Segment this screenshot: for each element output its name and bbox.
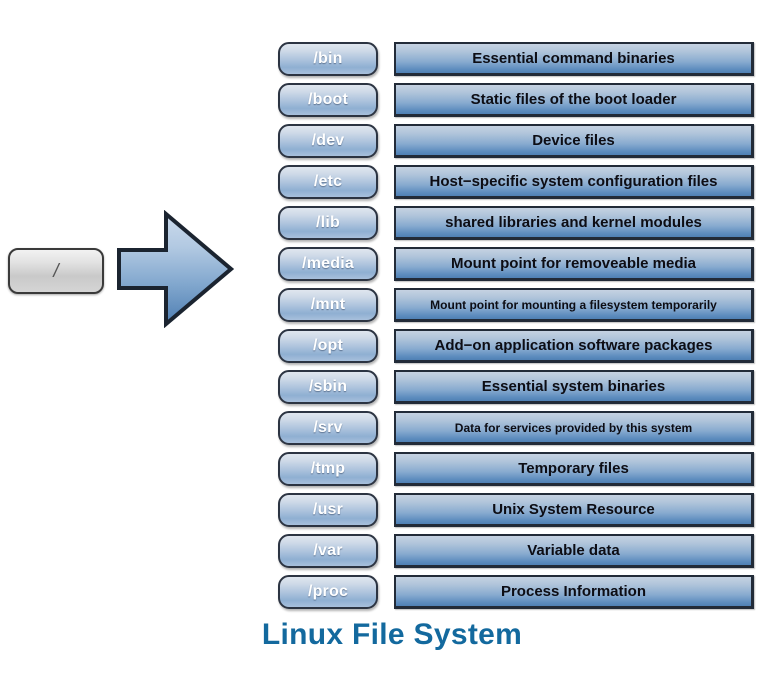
directory-row: /proc Process Information (0, 575, 784, 611)
directory-pill-boot[interactable]: /boot (278, 83, 378, 117)
directory-pill-dev[interactable]: /dev (278, 124, 378, 158)
directory-pill-label: /var (313, 542, 343, 559)
directory-pill-label: /bin (313, 50, 343, 67)
directory-pill-mnt[interactable]: /mnt (278, 288, 378, 322)
directory-pill-label: /etc (313, 173, 343, 190)
directory-description-box[interactable]: Data for services provided by this syste… (394, 411, 754, 445)
directory-pill-label: /boot (307, 91, 349, 108)
directory-description-label: Essential command binaries (472, 50, 675, 67)
directory-description-label: Add−on application software packages (434, 337, 713, 354)
directory-row: /usr Unix System Resource (0, 493, 784, 529)
directory-pill-label: /tmp (310, 460, 346, 477)
directory-row: /bin Essential command binaries (0, 42, 784, 78)
directory-pill-label: /opt (312, 337, 344, 354)
directory-row: /tmp Temporary files (0, 452, 784, 488)
directory-description-box[interactable]: Temporary files (394, 452, 754, 486)
directory-row: /media Mount point for removeable media (0, 247, 784, 283)
directory-description-label: Essential system binaries (481, 378, 666, 395)
directory-description-box[interactable]: shared libraries and kernel modules (394, 206, 754, 240)
directory-description-box[interactable]: Mount point for removeable media (394, 247, 754, 281)
directory-description-box[interactable]: Essential system binaries (394, 370, 754, 404)
directory-pill-usr[interactable]: /usr (278, 493, 378, 527)
directory-pill-media[interactable]: /media (278, 247, 378, 281)
directory-description-box[interactable]: Add−on application software packages (394, 329, 754, 363)
directory-description-box[interactable]: Host−specific system configuration files (394, 165, 754, 199)
directory-row: /etc Host−specific system configuration f… (0, 165, 784, 201)
directory-description-label: Mount point for removeable media (450, 255, 697, 272)
directory-pill-label: /media (302, 255, 354, 272)
root-directory-label: / (53, 260, 59, 282)
directory-pill-etc[interactable]: /etc (278, 165, 378, 199)
directory-row: /lib shared libraries and kernel modules (0, 206, 784, 242)
root-directory-node[interactable]: / (8, 248, 104, 294)
directory-description-label: Mount point for mounting a filesystem te… (430, 297, 717, 312)
directory-pill-tmp[interactable]: /tmp (278, 452, 378, 486)
directory-pill-proc[interactable]: /proc (278, 575, 378, 609)
directory-description-box[interactable]: Essential command binaries (394, 42, 754, 76)
directory-pill-sbin[interactable]: /sbin (278, 370, 378, 404)
directory-row: /var Variable data (0, 534, 784, 570)
directory-description-label: Static files of the boot loader (470, 91, 677, 108)
directory-pill-label: /sbin (308, 378, 348, 395)
directory-row: /boot Static files of the boot loader (0, 83, 784, 119)
directory-row: /opt Add−on application software packages (0, 329, 784, 365)
directory-pill-bin[interactable]: /bin (278, 42, 378, 76)
directory-pill-label: /lib (316, 214, 340, 231)
directory-pill-label: /mnt (310, 296, 346, 313)
directory-row: /srv Data for services provided by this s… (0, 411, 784, 447)
directory-description-label: shared libraries and kernel modules (445, 214, 702, 231)
directory-row: /sbin Essential system binaries (0, 370, 784, 406)
directory-pill-lib[interactable]: /lib (278, 206, 378, 240)
directory-description-box[interactable]: Static files of the boot loader (394, 83, 754, 117)
directory-row: /dev Device files (0, 124, 784, 160)
directory-pill-opt[interactable]: /opt (278, 329, 378, 363)
directory-pill-srv[interactable]: /srv (278, 411, 378, 445)
directory-pill-label: /usr (312, 501, 344, 518)
page-title: Linux File System (261, 618, 523, 651)
directory-description-label: Unix System Resource (492, 501, 655, 518)
directory-description-label: Data for services provided by this syste… (454, 420, 693, 435)
directory-description-box[interactable]: Variable data (394, 534, 754, 568)
directory-description-box[interactable]: Device files (394, 124, 754, 158)
directory-pill-var[interactable]: /var (278, 534, 378, 568)
right-arrow-icon (116, 209, 235, 329)
directory-description-label: Process Information (500, 583, 647, 600)
directory-description-label: Variable data (527, 542, 620, 559)
directory-row: /mnt Mount point for mounting a filesyste… (0, 288, 784, 324)
directory-description-label: Host−specific system configuration files (429, 173, 718, 190)
directory-pill-label: /srv (313, 419, 343, 436)
directory-description-box[interactable]: Mount point for mounting a filesystem te… (394, 288, 754, 322)
directory-description-box[interactable]: Unix System Resource (394, 493, 754, 527)
directory-pill-label: /proc (307, 583, 349, 600)
directory-description-label: Temporary files (518, 460, 629, 477)
directory-description-box[interactable]: Process Information (394, 575, 754, 609)
directory-description-label: Device files (532, 132, 615, 149)
directory-pill-label: /dev (311, 132, 345, 149)
